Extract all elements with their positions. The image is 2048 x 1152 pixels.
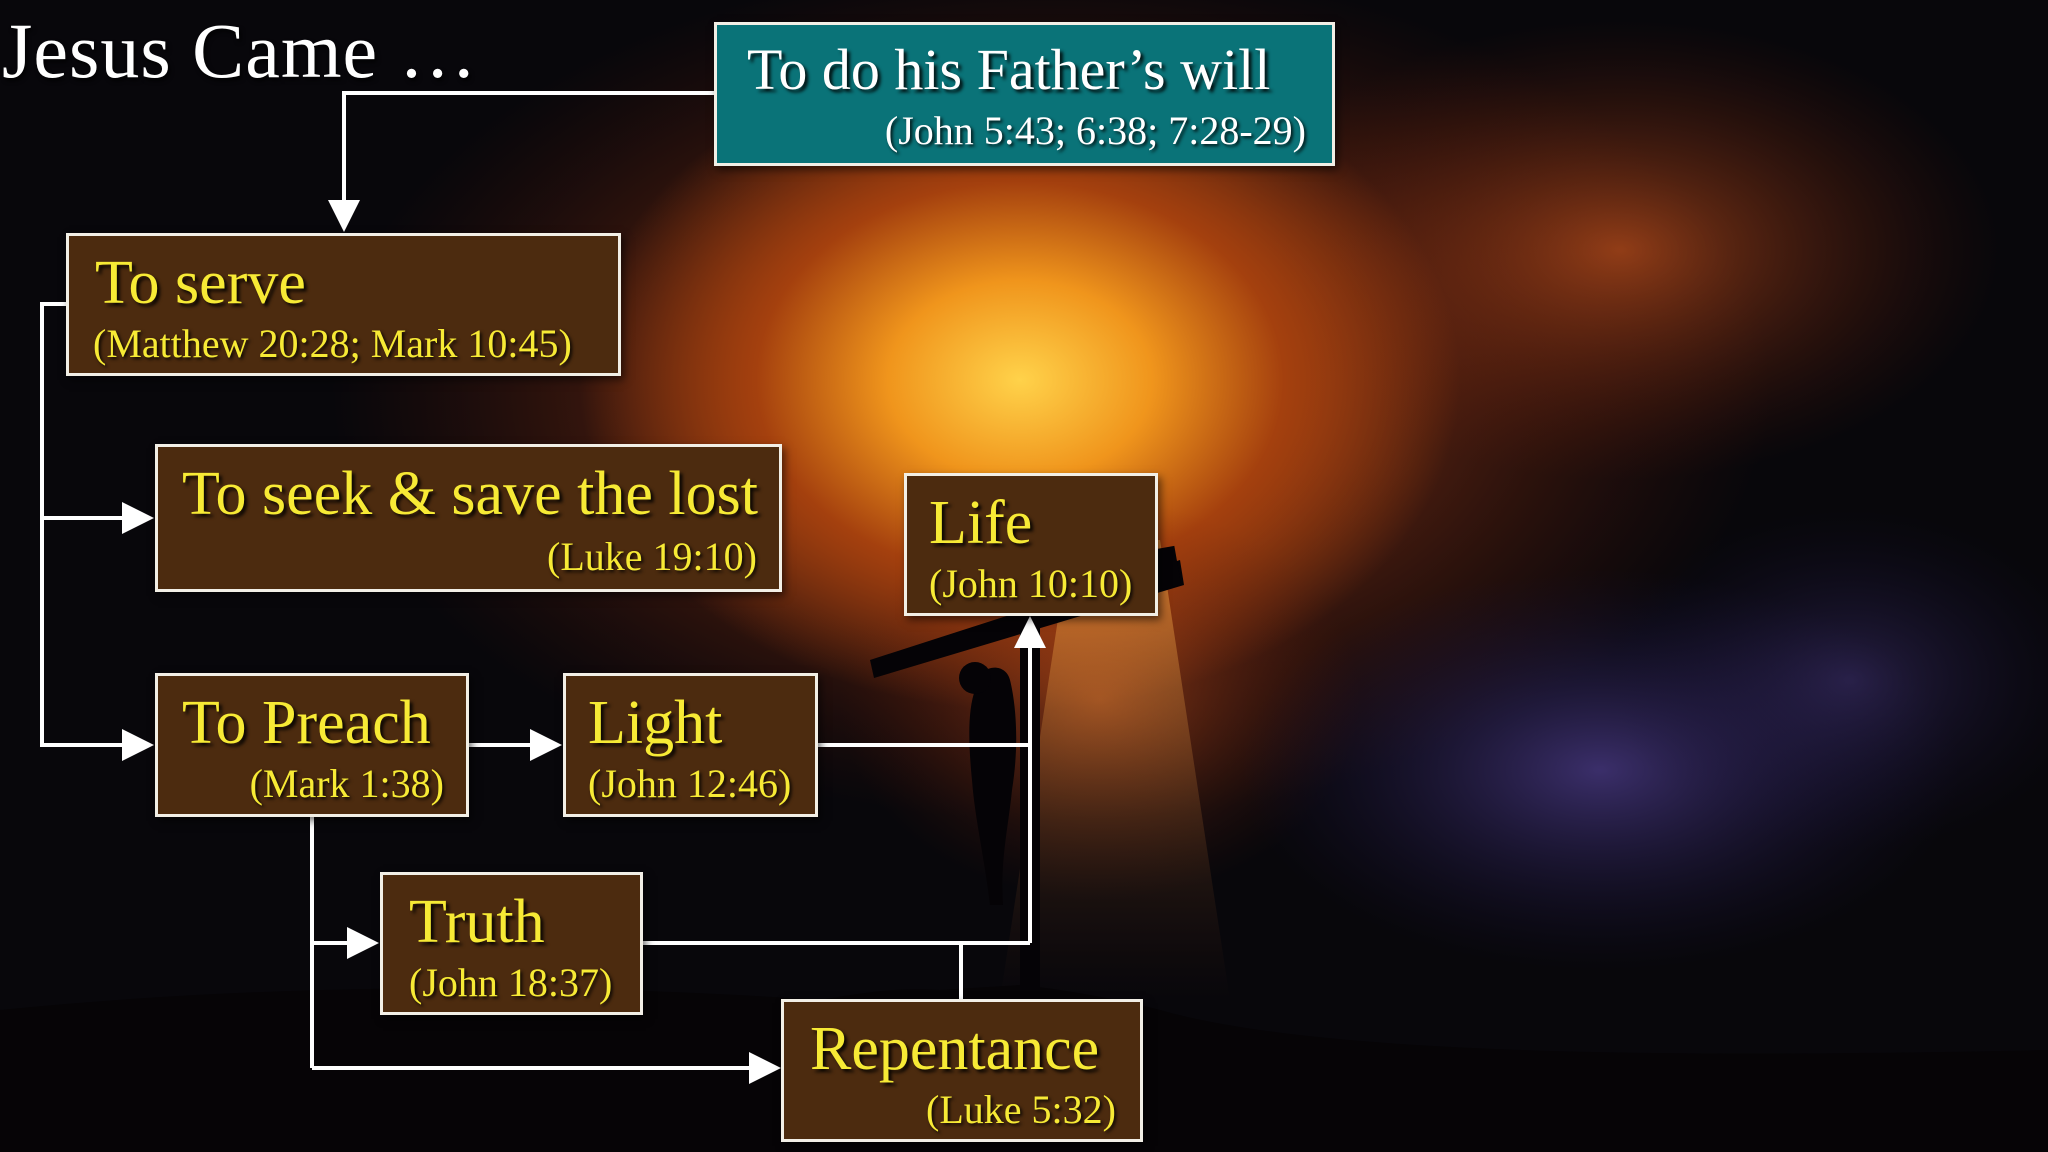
box-light: Light (John 12:46) <box>563 673 818 817</box>
box-seek-save-label: To seek & save the lost <box>182 460 758 528</box>
box-light-ref: (John 12:46) <box>588 761 792 806</box>
box-fathers-will-label: To do his Father’s will <box>747 37 1271 102</box>
box-serve: To serve (Matthew 20:28; Mark 10:45) <box>66 233 621 376</box>
box-life: Life (John 10:10) <box>904 473 1158 616</box>
box-seek-save-ref: (Luke 19:10) <box>547 534 757 579</box>
box-life-ref: (John 10:10) <box>929 561 1133 606</box>
box-serve-label: To serve <box>95 249 306 317</box>
box-preach-label: To Preach <box>182 689 431 757</box>
box-light-label: Light <box>588 689 723 757</box>
box-fathers-will: To do his Father’s will (John 5:43; 6:38… <box>714 22 1335 166</box>
box-serve-ref: (Matthew 20:28; Mark 10:45) <box>93 321 572 366</box>
box-truth-ref: (John 18:37) <box>409 960 613 1005</box>
box-repentance: Repentance (Luke 5:32) <box>781 999 1143 1142</box>
box-truth-label: Truth <box>409 888 545 956</box>
box-fathers-will-ref: (John 5:43; 6:38; 7:28-29) <box>884 108 1306 153</box>
box-repentance-ref: (Luke 5:32) <box>926 1087 1116 1132</box>
page-title: Jesus Came … <box>2 7 478 94</box>
box-repentance-label: Repentance <box>810 1015 1100 1083</box>
box-preach: To Preach (Mark 1:38) <box>155 673 469 817</box>
box-life-label: Life <box>929 489 1033 557</box>
box-seek-save: To seek & save the lost (Luke 19:10) <box>155 444 782 592</box>
box-truth: Truth (John 18:37) <box>380 872 643 1015</box>
box-preach-ref: (Mark 1:38) <box>249 761 444 806</box>
